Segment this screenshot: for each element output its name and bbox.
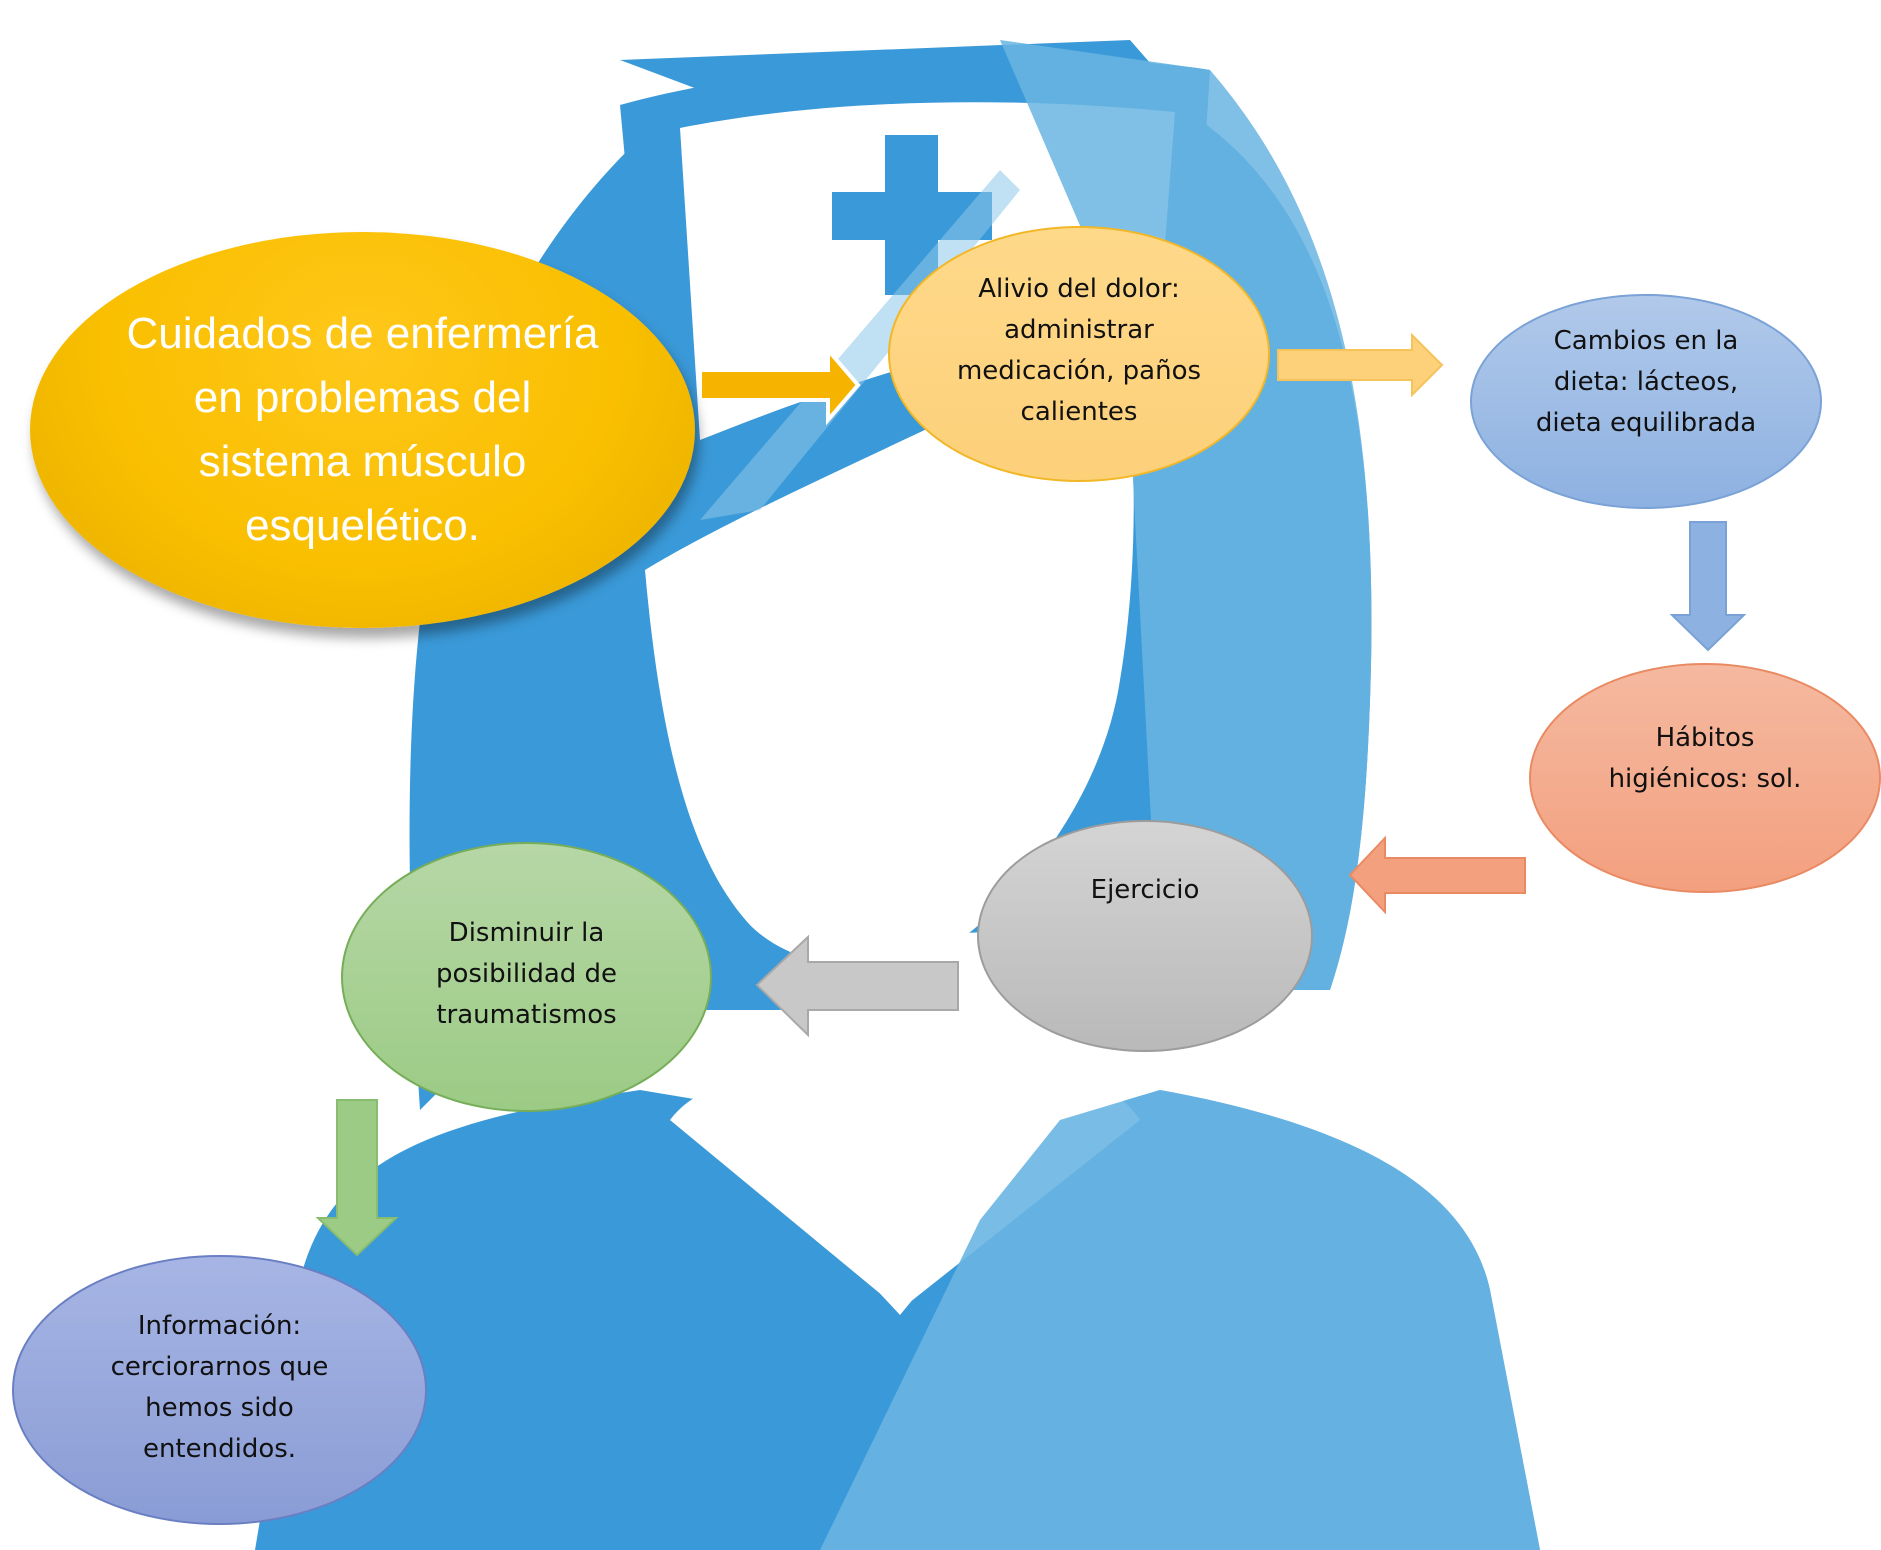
cross-icon — [832, 135, 992, 295]
node-traumatismos-text: Disminuir la posibilidad de traumatismos — [435, 917, 618, 1030]
node-informacion: Información: cerciorarnos que hemos sido… — [12, 1255, 427, 1525]
node-alivio-text: Alivio del dolor: administrar medicación… — [956, 274, 1202, 427]
nurse-face — [645, 330, 1134, 967]
node-cambios-dieta: Cambios en la dieta: lácteos, dieta equi… — [1470, 294, 1822, 509]
arrow-main-to-alivio — [698, 344, 861, 426]
node-habitos-higienicos: Hábitos higiénicos: sol. — [1529, 663, 1881, 893]
nurse-collar — [670, 1065, 1140, 1310]
light-overlay-body — [820, 1090, 1540, 1550]
arrow-dieta-to-habitos — [1669, 521, 1747, 652]
node-dieta-text: Cambios en la dieta: lácteos, dieta equi… — [1535, 326, 1757, 438]
node-alivio-dolor: Alivio del dolor: administrar medicación… — [888, 226, 1270, 482]
light-overlay — [1000, 40, 1372, 990]
arrow-alivio-to-dieta — [1277, 332, 1444, 398]
main-topic-node: Cuidados de enfermería en problemas del … — [30, 232, 695, 628]
node-ejercicio-text: Ejercicio — [1090, 874, 1200, 905]
light-streak — [700, 170, 1020, 520]
arrow-ejercicio-to-traumatismos — [755, 934, 959, 1038]
arrow-traumatismos-to-informacion — [315, 1099, 399, 1257]
node-disminuir-traumatismos: Disminuir la posibilidad de traumatismos — [341, 842, 712, 1112]
node-informacion-text: Información: cerciorarnos que hemos sido… — [110, 1311, 329, 1464]
arrow-habitos-to-ejercicio — [1348, 835, 1526, 915]
node-habitos-text: Hábitos higiénicos: sol. — [1608, 723, 1802, 794]
node-ejercicio: Ejercicio — [977, 820, 1313, 1052]
main-topic-text: Cuidados de enfermería en problemas del … — [126, 309, 599, 550]
